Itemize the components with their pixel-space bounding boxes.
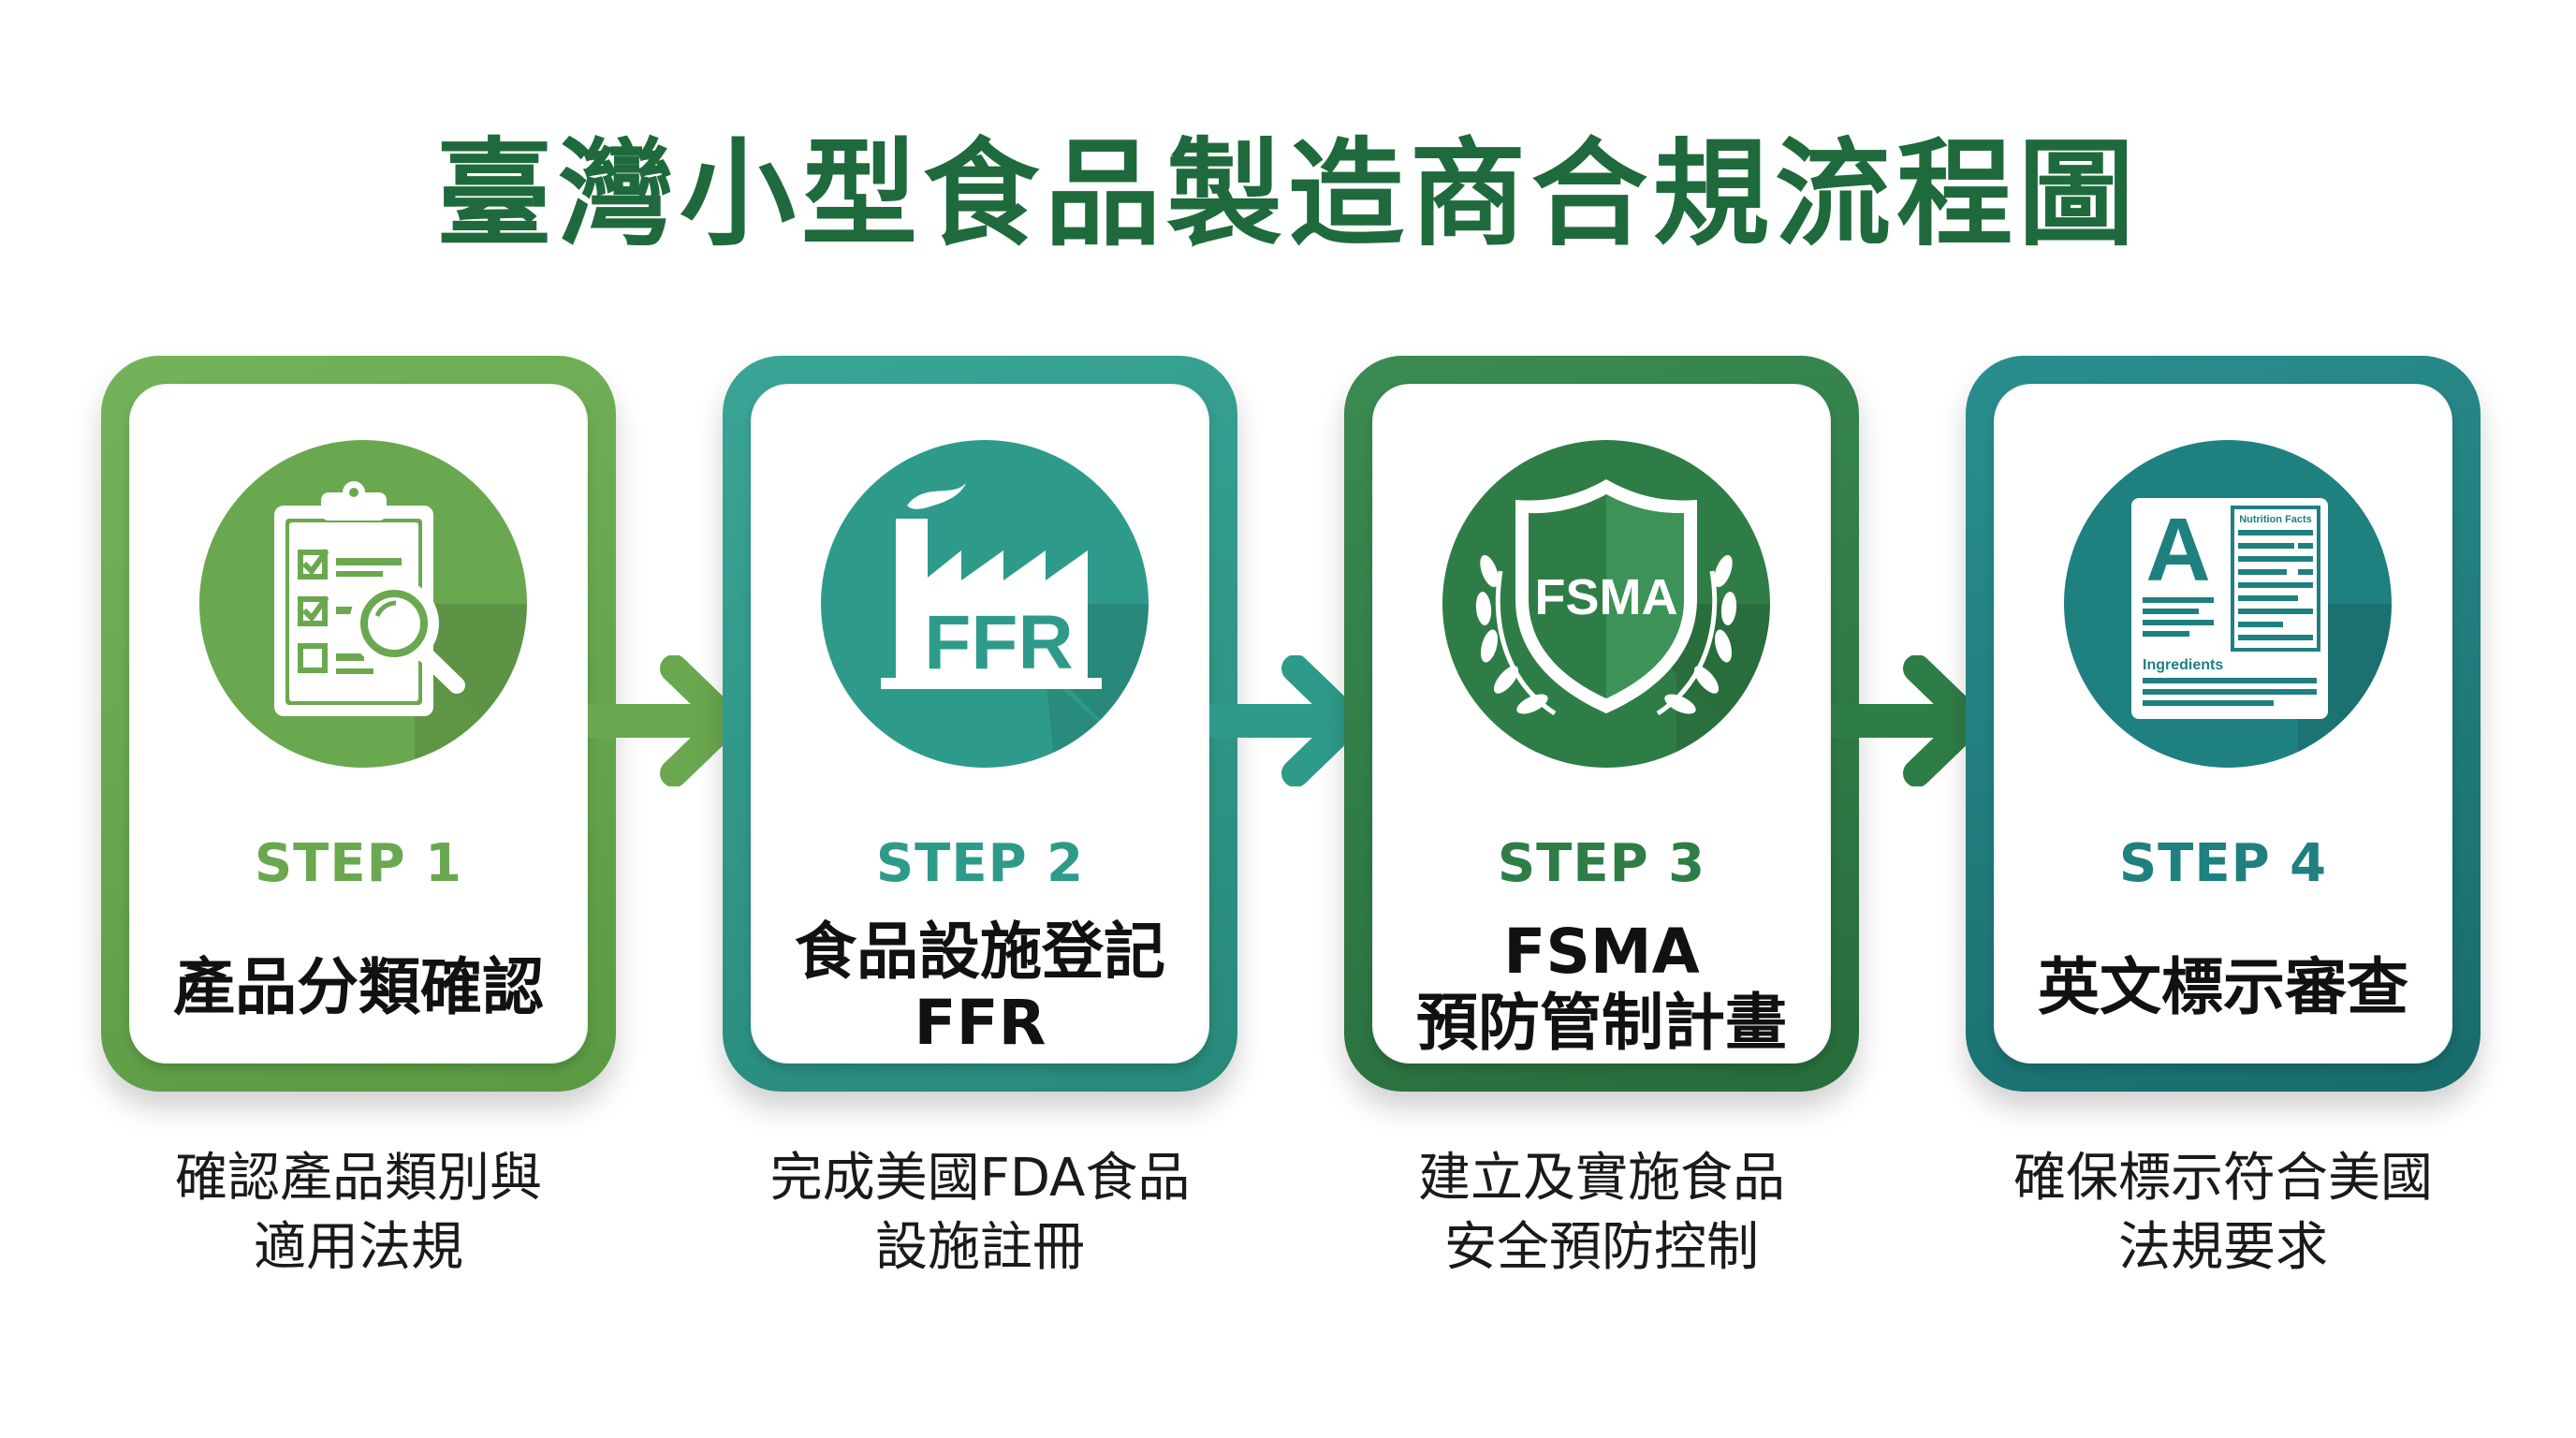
step-description-3: 建立及實施食品 安全預防控制 <box>1311 1144 1892 1283</box>
step-name-3-line-1: FSMA <box>1503 916 1700 989</box>
step-description-2: 完成美國FDA食品 設施註冊 <box>690 1144 1270 1283</box>
step-name-3: FSMA 預防管制計畫 <box>1372 908 1831 1067</box>
step-description-1: 確認產品類別與 適用法規 <box>68 1144 649 1283</box>
clipboard-checklist-magnifier-icon <box>199 440 527 768</box>
step-name-4: 英文標示審查 <box>1994 908 2452 1067</box>
step-name-2: 食品設施登記 FFR <box>751 908 1209 1067</box>
shield-laurel-icon: FSMA <box>1442 440 1770 768</box>
label-icon-ingredients: Ingredients <box>2143 657 2223 673</box>
factory-icon: FFR <box>821 440 1149 768</box>
label-icon-letter: A <box>2145 500 2210 600</box>
step-name-4-line-1: 英文標示審查 <box>2038 951 2408 1024</box>
step-description-4: 確保標示符合美國 法規要求 <box>1933 1144 2513 1283</box>
step-card-1: STEP 1 產品分類確認 <box>101 356 616 1092</box>
factory-icon-text: FFR <box>924 600 1073 685</box>
step-name-2-line-1: 食品設施登記 <box>795 916 1165 989</box>
step-name-2-line-2: FFR <box>914 987 1046 1059</box>
step-description-2-line-1: 完成美國FDA食品 <box>769 1148 1191 1209</box>
step-description-2-line-2: 設施註冊 <box>875 1216 1085 1278</box>
step-card-1-inner: STEP 1 產品分類確認 <box>129 384 588 1064</box>
step-name-1-line-1: 產品分類確認 <box>173 951 544 1024</box>
step-description-1-line-2: 適用法規 <box>254 1216 463 1278</box>
step-description-3-line-1: 建立及實施食品 <box>1418 1148 1785 1209</box>
step-name-3-line-2: 預防管制計畫 <box>1416 987 1787 1059</box>
shield-icon-text: FSMA <box>1535 569 1678 625</box>
step-label-1: STEP 1 <box>254 833 463 894</box>
step-label-3: STEP 3 <box>1497 833 1706 894</box>
label-icon-facts: Nutrition Facts <box>2239 514 2312 525</box>
step-card-4-inner: A Nutrition Facts <box>1994 384 2452 1064</box>
step-card-2-inner: FFR STEP 2 食品設施登記 FFR <box>751 384 1209 1064</box>
step-card-3: FSMA <box>1344 356 1859 1092</box>
step-description-3-line-2: 安全預防控制 <box>1444 1216 1759 1278</box>
step-card-2: FFR STEP 2 食品設施登記 FFR <box>723 356 1237 1092</box>
step-description-4-line-2: 法規要求 <box>2118 1216 2328 1278</box>
step-label-4: STEP 4 <box>2118 833 2328 894</box>
step-card-3-inner: FSMA <box>1372 384 1831 1064</box>
page-title: 臺灣小型食品製造商合規流程圖 <box>435 127 2140 262</box>
step-card-4: A Nutrition Facts <box>1966 356 2481 1092</box>
step-name-1: 產品分類確認 <box>129 908 588 1067</box>
step-description-1-line-1: 確認產品類別與 <box>175 1148 542 1209</box>
label-document-icon: A Nutrition Facts <box>2064 440 2392 768</box>
step-label-2: STEP 2 <box>875 833 1085 894</box>
step-description-4-line-1: 確保標示符合美國 <box>2013 1148 2433 1209</box>
